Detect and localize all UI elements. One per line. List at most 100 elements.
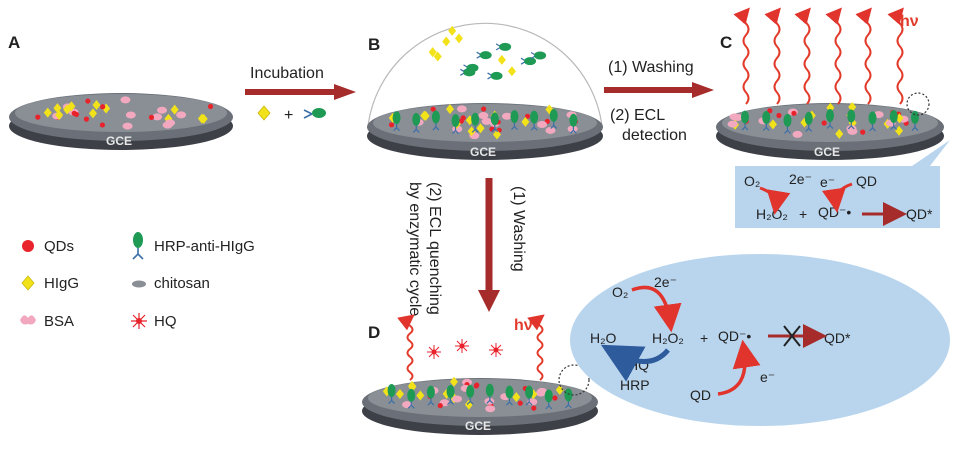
qd-dot: [474, 382, 480, 388]
qd-dot: [85, 98, 91, 104]
bsa-blob: [545, 126, 556, 134]
qd-dot: [148, 114, 155, 120]
hrp-antibody: [804, 111, 813, 132]
higg-diamond: [497, 54, 506, 65]
higg-diamond: [88, 108, 97, 119]
surface-particles: [727, 102, 919, 139]
electrode-a-label: GCE: [106, 134, 132, 148]
qd-dot: [552, 395, 558, 401]
higg-diamond: [448, 25, 457, 36]
chitosan-ellipse-icon: [132, 280, 146, 288]
qd-dot: [524, 113, 531, 119]
bsa-blob: [176, 111, 187, 119]
higg-diamond: [199, 113, 208, 124]
hrp-antibody: [387, 384, 396, 404]
emission-wave: [733, 7, 750, 105]
electrode-b: [367, 22, 603, 160]
reaction-e-arrow-o2: [631, 285, 682, 333]
reaction-e-arrow-hrp-cycle: [600, 344, 670, 382]
hq-stars-d: [427, 339, 503, 359]
incubation-arrowhead: [334, 84, 356, 100]
bsa-blob: [452, 395, 463, 403]
reaction-c-h2o2: H₂O₂: [756, 206, 788, 222]
qd-dot: [860, 129, 866, 135]
bsa-blob: [501, 112, 512, 120]
ecl-quench-label-2: by enzymatic cycle: [406, 182, 423, 316]
ecl-detection-label-2: detection: [622, 127, 687, 144]
hrp-antibody: [826, 109, 834, 129]
hrp-antibody: [431, 110, 440, 131]
bsa-blob: [456, 105, 467, 113]
ecl-quench-label-1: (2) ECL quenching: [426, 182, 443, 315]
hrp-antibody: [476, 51, 492, 60]
hrp-antibody: [471, 112, 480, 133]
reaction-c-arrow-qd: [822, 182, 853, 213]
bsa-blob: [847, 127, 858, 135]
panel-label-c: C: [720, 33, 732, 52]
hrp-antibody: [487, 71, 503, 80]
wash-step-1-label: (1) Washing: [608, 59, 694, 76]
higg-diamond: [445, 104, 454, 115]
hrp-antibody: [530, 110, 539, 131]
reaction-e-hrp: HRP: [620, 377, 650, 393]
qd-dot: [517, 400, 523, 406]
bsa-blob: [156, 106, 167, 114]
emission-waves-d: [397, 314, 545, 381]
hrp-antibody: [783, 113, 792, 134]
hrp-antibody: [569, 113, 578, 134]
bsa-blob: [537, 121, 548, 129]
incubation-label: Incubation: [250, 65, 324, 82]
hrp-antibody: [847, 109, 856, 130]
electrode-b-label: GCE: [470, 145, 496, 159]
hrp-antibody: [426, 385, 435, 406]
bsa-blob: [478, 112, 489, 120]
reaction-c-qd-radical: QD⁻•: [818, 204, 851, 220]
legend-bsa: BSA: [44, 313, 74, 330]
higg-diamond: [67, 101, 76, 112]
reaction-c-arrow-o2: [759, 186, 791, 215]
hrp-antibody: [530, 51, 547, 60]
higg-diamond: [512, 392, 521, 403]
surface-particles: [382, 376, 573, 413]
legend-hrp: HRP-anti-HIgG: [154, 238, 255, 255]
surface-particles: [35, 96, 214, 130]
qd-dot: [767, 108, 773, 114]
higg-diamond: [476, 123, 485, 134]
emission-wave: [887, 7, 904, 105]
hrp-antibody: [460, 68, 476, 77]
hrp-antibody: [741, 110, 749, 131]
hrp-antibody-icon: [303, 108, 326, 119]
wash-step-2-label: (1) Washing: [510, 186, 527, 272]
higg-diamond: [521, 116, 530, 127]
higg-diamond: [55, 110, 64, 121]
qd-dot-icon: [22, 240, 34, 252]
higg-diamond: [467, 126, 476, 137]
electrode-c-label: GCE: [814, 145, 840, 159]
electrode-a: [9, 93, 233, 150]
hrp-antibody-icon: [132, 232, 144, 260]
higg-diamond: [92, 99, 101, 110]
qd-dot: [207, 103, 214, 110]
reaction-c-qd-excited: QD*: [906, 206, 933, 222]
qd-dot: [460, 115, 466, 121]
emission-wave: [855, 7, 872, 105]
reaction-e-o2: O₂: [612, 284, 628, 300]
reaction-bubble-e: [570, 254, 950, 426]
reaction-c-o2: O₂: [744, 173, 760, 189]
electrode-c: [716, 92, 944, 160]
higg-diamond: [428, 47, 437, 58]
ecl-detection-label-1: (2) ECL: [610, 107, 665, 124]
reaction-e-qd-radical: QD⁻•: [718, 328, 751, 344]
higg-diamond-icon: [21, 275, 35, 291]
hrp-antibody: [495, 42, 512, 51]
reaction-e-qd: QD: [690, 387, 711, 403]
hrp-antibody: [446, 384, 455, 405]
emission-waves-c: [733, 7, 904, 105]
hrp-antibody: [505, 385, 514, 406]
higg-diamond: [395, 389, 404, 400]
reaction-e-arrow-qd: [717, 339, 761, 396]
bsa-blob: [727, 120, 738, 128]
panel-label-b: B: [368, 35, 380, 54]
higg-diamond: [492, 129, 501, 140]
qd-dot: [821, 120, 827, 126]
